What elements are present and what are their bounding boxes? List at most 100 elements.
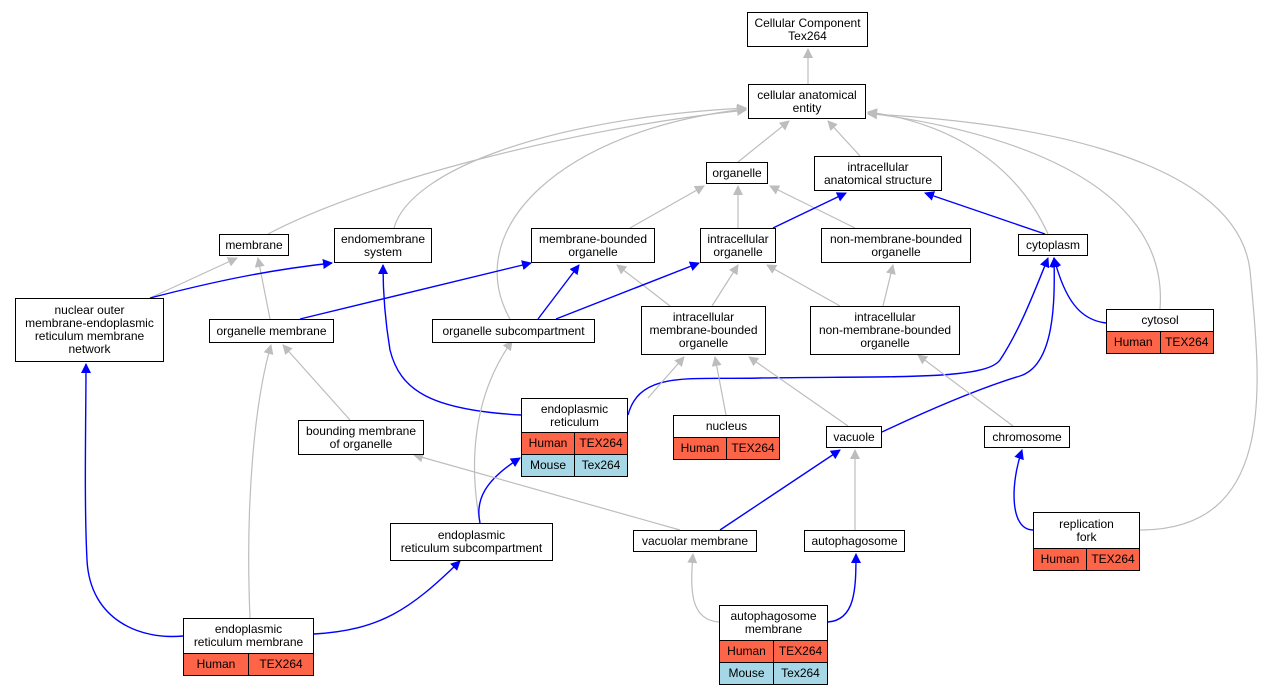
node-label-line: chromosome bbox=[992, 429, 1062, 444]
edge-endomembrane-is-a-cae bbox=[393, 103, 747, 229]
node-label-line: endoplasmic bbox=[214, 622, 283, 636]
node-membrane[interactable]: membrane bbox=[219, 234, 289, 256]
edge-imbo-is-a-io bbox=[711, 264, 739, 307]
edge-nmbo-is-a-organelle bbox=[769, 185, 856, 229]
node-orgsub[interactable]: organelle subcompartment bbox=[432, 319, 595, 343]
gene-cell: TEX264 bbox=[248, 654, 313, 675]
edge-ersub-is-a-orgsub bbox=[473, 340, 513, 524]
annotation-row: Mouse Tex264 bbox=[720, 662, 827, 684]
gene-cell: Tex264 bbox=[773, 663, 827, 684]
node-label-line: autophagosome bbox=[811, 533, 898, 548]
species-cell: Mouse bbox=[728, 666, 765, 680]
node-label-line: nuclear outer bbox=[54, 303, 125, 317]
node-orgmem[interactable]: organelle membrane bbox=[209, 319, 334, 343]
node-vacuole[interactable]: vacuole bbox=[826, 426, 882, 448]
node-label: organelle membrane bbox=[210, 320, 333, 342]
node-label-line: Cellular Component bbox=[754, 15, 861, 30]
edge-vacmem-part-of-vacuole bbox=[719, 449, 841, 531]
node-label-line: autophagosome bbox=[730, 609, 817, 623]
node-cytoplasm[interactable]: cytoplasm bbox=[1018, 234, 1088, 256]
species-cell: Human bbox=[680, 441, 720, 455]
node-label-line: bounding membrane bbox=[305, 423, 417, 438]
gene-cell: TEX264 bbox=[1159, 332, 1214, 353]
edge-bmo-is-a-orgmem bbox=[282, 344, 351, 421]
edge-membrane-is-a-cae bbox=[267, 105, 747, 235]
node-label-line: organelle subcompartment bbox=[442, 323, 585, 338]
gene-cell: TEX264 bbox=[1086, 549, 1139, 570]
node-label: cytoplasm bbox=[1019, 235, 1087, 255]
edge-organelle-is-a-cae bbox=[737, 120, 790, 163]
node-label-line: membrane bbox=[225, 237, 283, 252]
gene-cell: TEX264 bbox=[574, 433, 627, 454]
node-label: vacuolar membrane bbox=[634, 531, 756, 551]
node-organelle[interactable]: organelle bbox=[706, 162, 768, 184]
node-label: vacuole bbox=[827, 427, 881, 447]
edge-er-part-of-cytoplasm bbox=[627, 257, 1050, 416]
node-label-line: non-membrane-bounded bbox=[829, 231, 963, 246]
edge-er-is-a-imbo bbox=[647, 356, 685, 399]
node-label-line: entity bbox=[792, 100, 822, 115]
node-label-line: organelle bbox=[712, 165, 762, 180]
node-chromosome[interactable]: chromosome bbox=[984, 426, 1070, 448]
edge-apmem-is-a-vacmem bbox=[687, 553, 720, 623]
node-label-line: anatomical structure bbox=[823, 172, 933, 187]
node-label-line: intracellular bbox=[672, 310, 735, 324]
node-label: membrane bbox=[220, 235, 288, 255]
node-label-line: endoplasmic bbox=[437, 528, 506, 542]
edge-nucleus-is-a-imbo bbox=[711, 356, 727, 416]
edge-apmem-part-of-autophagosome bbox=[827, 553, 861, 623]
node-label: nucleus bbox=[674, 416, 779, 437]
node-autophagosome[interactable]: autophagosome bbox=[804, 530, 905, 552]
species-cell: Mouse bbox=[529, 458, 567, 472]
edge-inmbo-is-a-nmbo bbox=[882, 264, 896, 307]
node-label-line: membrane-bounded bbox=[649, 323, 758, 337]
node-label: autophagosome bbox=[805, 531, 904, 551]
edge-ias-is-a-cae bbox=[827, 120, 861, 157]
node-label: organelle bbox=[707, 163, 767, 183]
node-vacmem[interactable]: vacuolar membrane bbox=[633, 530, 757, 552]
species-cell: Human bbox=[1040, 552, 1080, 566]
edge-orgsub-is-a-cae bbox=[496, 105, 747, 320]
node-label: organelle subcompartment bbox=[433, 320, 594, 342]
edge-inmbo-is-a-io bbox=[766, 264, 841, 307]
node-label-line: intracellular bbox=[847, 159, 909, 174]
edge-orgmem-part-of-mbo bbox=[299, 260, 532, 320]
edge-orgmem-is-a-membrane bbox=[254, 257, 271, 320]
species-cell: Human bbox=[727, 644, 766, 658]
edge-nuclear-part-of-endomembrane bbox=[149, 259, 333, 299]
node-label-line: vacuole bbox=[833, 429, 875, 444]
node-label-line: network bbox=[68, 342, 111, 356]
node-label-line: endomembrane bbox=[340, 231, 426, 246]
edge-vacmem-is-a-bmo bbox=[413, 452, 681, 531]
